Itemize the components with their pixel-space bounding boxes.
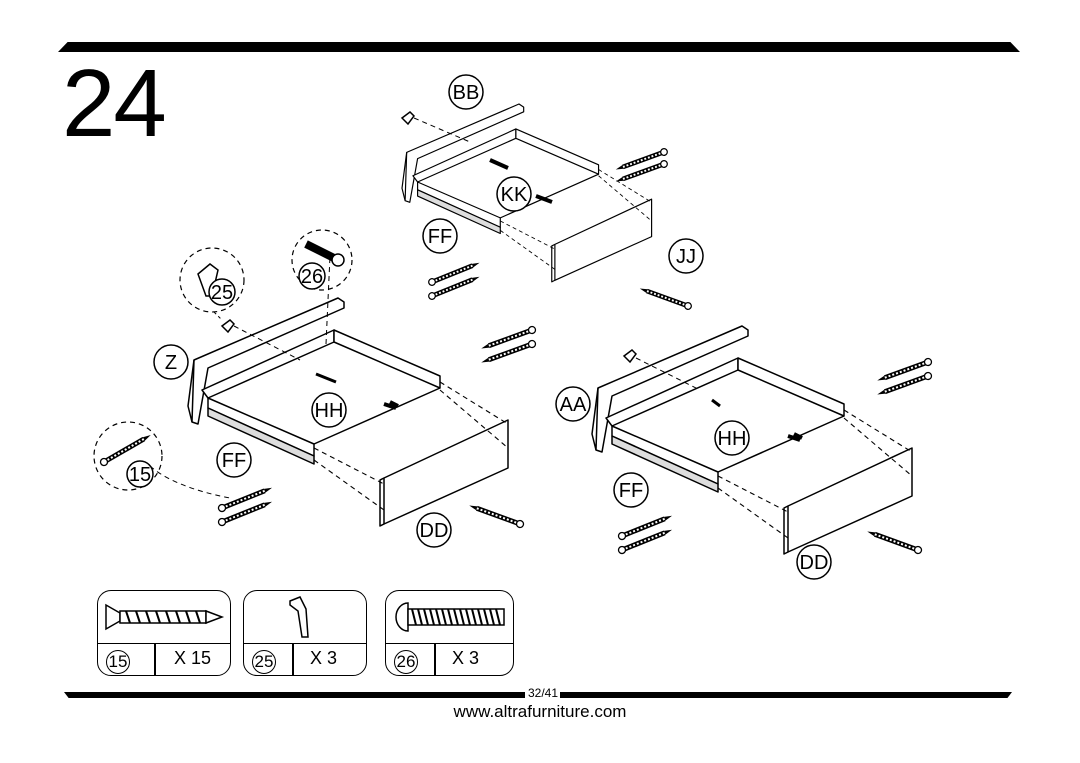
label-jj: JJ bbox=[668, 238, 704, 274]
footer-rule-left bbox=[64, 692, 525, 698]
screws-z-left bbox=[217, 485, 273, 527]
label-ff-right: FF bbox=[613, 472, 649, 508]
hardware-26-part: 26 bbox=[394, 650, 418, 674]
label-dd-left: DD bbox=[416, 512, 452, 548]
label-kk-text: KK bbox=[501, 184, 528, 206]
label-ff-top-text: FF bbox=[428, 226, 452, 248]
bolt-icon bbox=[386, 591, 513, 644]
hardware-25-qty: X 3 bbox=[310, 648, 338, 668]
label-aa: AA bbox=[555, 386, 591, 422]
hardware-box-15: 15 X 15 bbox=[97, 590, 231, 676]
label-z: Z bbox=[153, 344, 189, 380]
label-z-text: Z bbox=[165, 352, 177, 374]
wood-screw-icon bbox=[98, 591, 230, 644]
label-dd-right-text: DD bbox=[800, 552, 829, 574]
label-bb: BB bbox=[448, 74, 484, 110]
clip-bb bbox=[400, 111, 415, 126]
label-ff-top: FF bbox=[422, 218, 458, 254]
label-jj-text: JJ bbox=[676, 246, 696, 268]
label-25-text: 25 bbox=[211, 282, 233, 304]
detail-screw-15 bbox=[93, 421, 163, 491]
label-kk: KK bbox=[496, 176, 532, 212]
label-ff-left-text: FF bbox=[222, 450, 246, 472]
hardware-box-25: 25 X 3 bbox=[243, 590, 367, 676]
label-hh-right: HH bbox=[714, 420, 750, 456]
top-rule bbox=[58, 42, 1020, 52]
label-hh-left-text: HH bbox=[315, 400, 344, 422]
screws-bb-left bbox=[428, 260, 481, 301]
hardware-box-26: 26 X 3 bbox=[385, 590, 514, 676]
assembly-diagram: BB KK FF JJ Z AA HH HH FF FF DD DD 25 26… bbox=[93, 74, 1080, 580]
hardware-26-qty: X 3 bbox=[452, 648, 480, 668]
clip-z bbox=[220, 319, 235, 334]
label-ff-left: FF bbox=[216, 442, 252, 478]
label-hh-right-text: HH bbox=[718, 428, 747, 450]
label-26-text: 26 bbox=[301, 266, 323, 288]
step-number: 24 bbox=[62, 50, 167, 157]
label-dd-left-text: DD bbox=[420, 520, 449, 542]
label-bb-text: BB bbox=[453, 82, 480, 104]
label-15-text: 15 bbox=[129, 464, 151, 486]
hardware-15-qty: X 15 bbox=[174, 648, 212, 668]
label-15: 15 bbox=[126, 460, 154, 488]
label-dd-right: DD bbox=[796, 544, 832, 580]
label-aa-text: AA bbox=[560, 394, 587, 416]
website-url: www.altrafurniture.com bbox=[453, 702, 627, 721]
hardware-15-part: 15 bbox=[106, 650, 130, 674]
drawer-z-assembly bbox=[187, 297, 509, 527]
footer-rule-right bbox=[560, 692, 1012, 698]
screws-aa-left bbox=[617, 513, 673, 555]
clip-aa bbox=[622, 349, 637, 364]
drawer-stop-clip-icon bbox=[244, 591, 366, 644]
label-25: 25 bbox=[208, 278, 236, 306]
hardware-25-part: 25 bbox=[252, 650, 276, 674]
label-26: 26 bbox=[298, 262, 326, 290]
label-hh-left: HH bbox=[311, 392, 347, 428]
page-number: 32/41 bbox=[527, 686, 559, 700]
label-ff-right-text: FF bbox=[619, 480, 643, 502]
detail-bolt-26 bbox=[291, 229, 353, 291]
